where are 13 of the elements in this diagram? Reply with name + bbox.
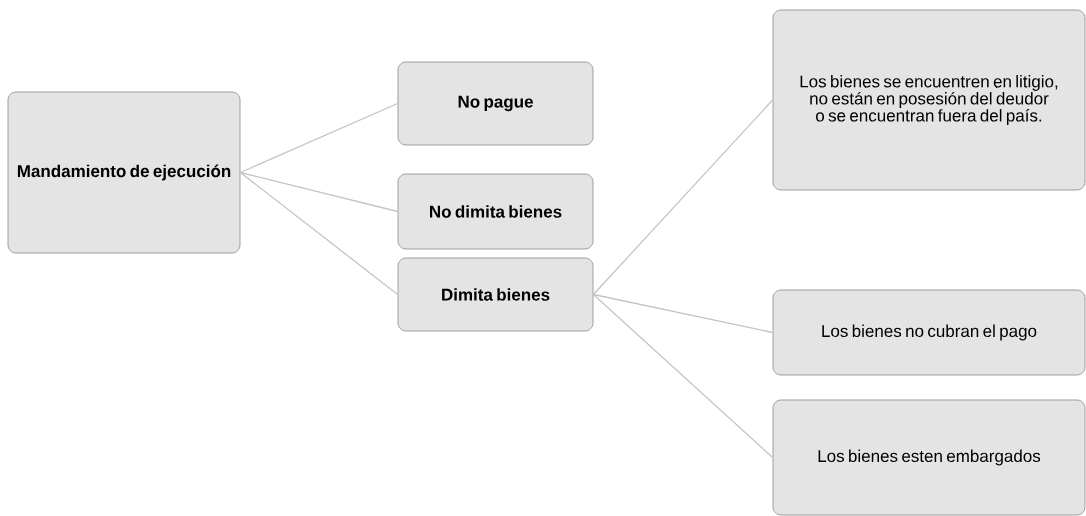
connector-line bbox=[239, 102, 399, 174]
process-box: Los bienes no cubran el pago bbox=[772, 289, 1086, 376]
connector-line bbox=[592, 99, 774, 296]
connector-line bbox=[592, 293, 774, 334]
process-box: No dimita bienes bbox=[397, 173, 594, 250]
process-box: Mandamiento de ejecución bbox=[7, 91, 241, 254]
process-box: Dimita bienes bbox=[397, 257, 594, 332]
process-box: Los bienes esten embargados bbox=[772, 399, 1086, 516]
process-box: Los bienes se encuentren en litigio, no están en posesión del deudor o se encuentran fuera del país. bbox=[772, 9, 1086, 191]
process-box: No pague bbox=[397, 61, 594, 146]
connector-line bbox=[592, 293, 774, 459]
connector-line bbox=[239, 171, 399, 296]
connector-line bbox=[239, 171, 399, 213]
